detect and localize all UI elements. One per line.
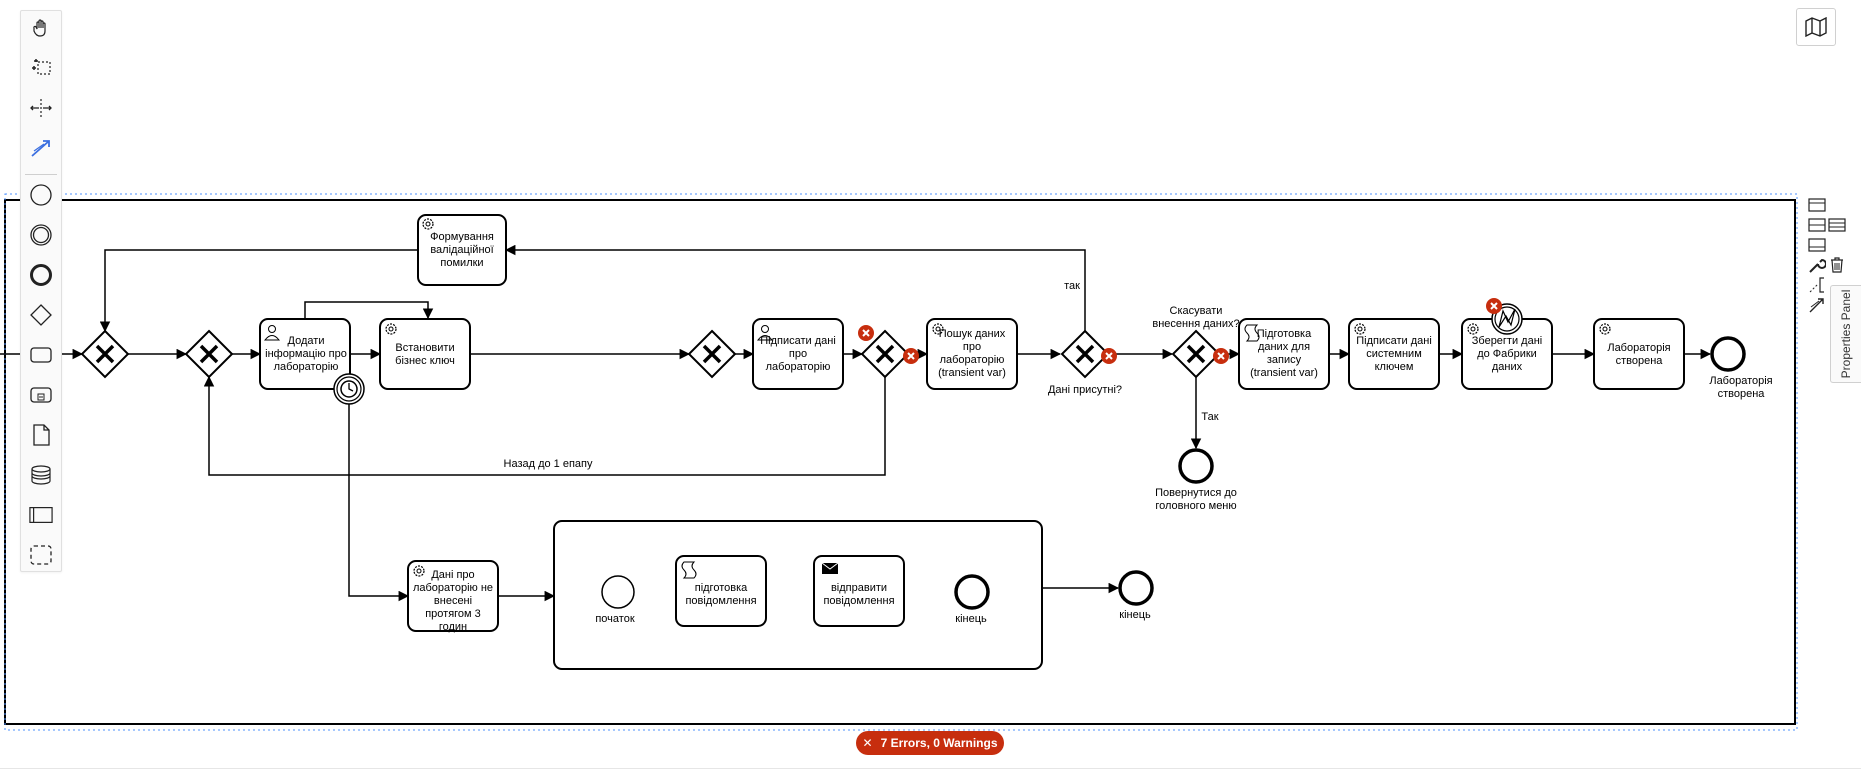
- flow-label-back-stage1: Назад до 1 епапу: [504, 458, 593, 470]
- flow-label-tak-down: Так: [1201, 411, 1218, 423]
- gateway-2[interactable]: [184, 329, 234, 379]
- lane-divide-three-icon[interactable]: [1828, 216, 1846, 234]
- wrench-icon[interactable]: [1808, 256, 1826, 274]
- end-event-icon[interactable]: [29, 263, 53, 287]
- service-task-icon: [422, 218, 434, 230]
- start-event-icon[interactable]: [29, 183, 53, 207]
- end-event-sub[interactable]: [954, 574, 990, 610]
- lane-divide-two-icon[interactable]: [1808, 216, 1826, 234]
- timer-boundary-event[interactable]: [333, 373, 365, 405]
- gateway-icon[interactable]: [29, 303, 53, 327]
- event-label-sub-end: кінець: [955, 613, 987, 625]
- service-task-icon: [1467, 323, 1479, 335]
- end-event-return-menu[interactable]: [1178, 448, 1214, 484]
- event-label-sub-start: початок: [595, 613, 634, 625]
- gateway-cancel-entry[interactable]: [1171, 329, 1221, 379]
- envelope-icon: [821, 562, 839, 574]
- pool-icon[interactable]: [29, 503, 53, 527]
- trash-icon[interactable]: [1828, 256, 1846, 274]
- properties-panel-label: Properties Panel: [1839, 289, 1853, 379]
- connect-icon[interactable]: [1808, 296, 1826, 314]
- text-annotation-icon[interactable]: [1808, 276, 1826, 294]
- end-event-lab-created[interactable]: [1710, 336, 1746, 372]
- space-tool-icon[interactable]: [29, 96, 53, 120]
- flow-label-tak-top: так: [1064, 280, 1080, 292]
- gateway-label-data-present: Дані присутні?: [1048, 384, 1122, 396]
- script-task-icon: [1244, 324, 1260, 342]
- lightning-icon: [1498, 308, 1516, 328]
- pool-context-pad: [1808, 196, 1850, 316]
- error-marker[interactable]: [902, 347, 920, 365]
- minimap-toggle[interactable]: [1796, 8, 1836, 46]
- user-task-icon: [263, 325, 281, 341]
- gateway-data-present[interactable]: [1060, 329, 1110, 379]
- end-event-timeout[interactable]: [1118, 570, 1154, 606]
- bottom-divider: [0, 768, 1861, 769]
- error-icon: ✕: [862, 736, 873, 750]
- tool-palette: [20, 10, 62, 572]
- properties-panel-toggle[interactable]: Properties Panel: [1830, 285, 1861, 383]
- start-event-sub[interactable]: [601, 575, 635, 609]
- intermediate-event-icon[interactable]: [29, 223, 53, 247]
- data-store-icon[interactable]: [29, 463, 53, 487]
- service-task-icon: [1354, 323, 1366, 335]
- event-label-timeout-end: кінець: [1119, 609, 1151, 621]
- service-task-icon: [1599, 323, 1611, 335]
- task-icon[interactable]: [29, 343, 53, 367]
- lasso-tool-icon[interactable]: [29, 56, 53, 80]
- error-marker[interactable]: [1100, 347, 1118, 365]
- error-marker[interactable]: [1212, 347, 1230, 365]
- data-object-icon[interactable]: [29, 423, 53, 447]
- lane-add-below-icon[interactable]: [1808, 236, 1826, 254]
- hand-tool-icon[interactable]: [29, 16, 53, 40]
- error-marker[interactable]: [1485, 297, 1503, 315]
- lane-add-above-icon[interactable]: [1808, 196, 1826, 214]
- error-marker[interactable]: [857, 324, 875, 342]
- script-task-icon: [681, 561, 697, 579]
- group-icon[interactable]: [29, 543, 53, 567]
- palette-separator: [25, 174, 57, 175]
- service-task-icon: [385, 323, 397, 335]
- gateway-1[interactable]: [80, 329, 130, 379]
- subprocess-icon[interactable]: [29, 383, 53, 407]
- subprocess[interactable]: [553, 520, 1043, 670]
- pool[interactable]: [4, 193, 1798, 731]
- map-icon: [1805, 17, 1827, 37]
- user-task-icon: [756, 325, 774, 341]
- service-task-icon: [413, 565, 425, 577]
- gateway-3[interactable]: [687, 329, 737, 379]
- gateway-4[interactable]: [860, 329, 910, 379]
- linting-status-badge[interactable]: ✕ 7 Errors, 0 Warnings: [856, 731, 1004, 755]
- errors-warnings-text: 7 Errors, 0 Warnings: [880, 736, 998, 750]
- global-connect-tool-icon[interactable]: [29, 136, 53, 160]
